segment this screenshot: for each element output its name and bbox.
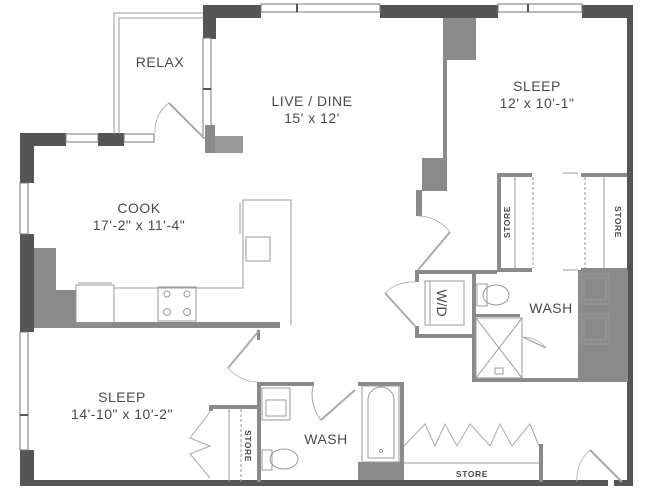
kitchen-fixtures <box>75 199 292 325</box>
windows <box>19 3 583 451</box>
store-closets-sleep-primary <box>514 172 605 271</box>
relax-enclosure <box>113 12 203 134</box>
store-closet-sleep-secondary <box>189 409 242 482</box>
store-closet-bottom <box>403 422 540 464</box>
relax-door <box>154 102 204 138</box>
room-name-sleep-primary: SLEEP <box>513 78 561 94</box>
room-dimensions-live-dine: 15' x 12' <box>284 110 340 126</box>
wash-primary-fixtures <box>384 273 610 379</box>
room-dimensions-sleep-secondary: 14'-10" x 10'-2" <box>71 406 173 422</box>
room-name-live-dine: LIVE / DINE <box>272 93 353 109</box>
store-label-sleep-secondary: STORE <box>243 430 253 462</box>
sleep-secondary-door <box>227 331 259 383</box>
laundry-label: W/D <box>434 289 450 316</box>
store-label-sleep-primary-left: STORE <box>502 206 512 238</box>
room-name-wash-secondary: WASH <box>304 431 347 447</box>
wash-secondary-fixtures <box>261 385 400 471</box>
sleep-primary-door <box>417 215 451 271</box>
entry-door <box>576 449 623 483</box>
store-label-bottom: STORE <box>456 469 488 479</box>
room-name-cook: COOK <box>117 200 160 216</box>
room-name-sleep-secondary: SLEEP <box>98 389 146 405</box>
room-name-relax: RELAX <box>136 54 185 70</box>
exterior-walls <box>20 5 633 486</box>
room-labels: RELAX LIVE / DINE 15' x 12' SLEEP 12' x … <box>71 54 623 479</box>
room-dimensions-cook: 17'-2" x 11'-4" <box>93 217 186 233</box>
store-label-sleep-primary-right: STORE <box>613 206 623 238</box>
room-name-wash-primary: WASH <box>529 300 572 316</box>
room-dimensions-sleep-primary: 12' x 10'-1" <box>500 95 575 111</box>
interior-walls <box>34 18 628 482</box>
